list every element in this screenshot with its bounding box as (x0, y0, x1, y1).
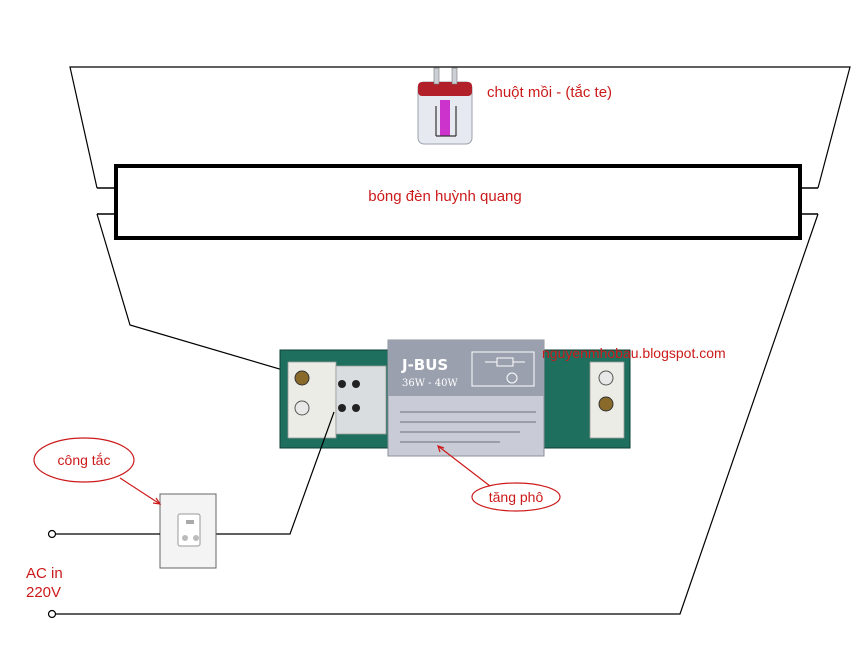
wire-tube-to-ballast (96, 213, 335, 386)
wall-switch (159, 493, 217, 569)
ballast-rating: 36W - 40W (402, 378, 458, 389)
ac-terminal-top (47, 529, 57, 539)
switch-arrow (119, 477, 161, 505)
ballast-arrow-head (437, 445, 445, 453)
ballast-label-bubble (471, 482, 561, 512)
ac-label-line1: AC in (26, 565, 63, 582)
switch-label-bubble (33, 437, 135, 483)
ballast (279, 339, 631, 457)
starter (417, 67, 473, 145)
tube-label: bóng đèn huỳnh quang (368, 188, 521, 205)
top-wire (69, 66, 851, 189)
ballast-arrow (437, 445, 491, 487)
ballast-label: tăng phô (489, 489, 544, 505)
switch-label: công tắc (58, 452, 111, 468)
wire-ballast-to-switch (214, 411, 335, 535)
watermark: nguyenmhobau.blogspot.com (542, 345, 726, 361)
switch-arrow-head (152, 497, 162, 505)
ballast-brand: J-BUS (401, 356, 448, 374)
fluorescent-tube (114, 164, 802, 240)
ac-label-line2: 220V (26, 584, 61, 601)
ac-terminal-bottom (47, 609, 57, 619)
wire-return-right (52, 213, 819, 615)
starter-label: chuột mồi - (tắc te) (487, 84, 612, 101)
